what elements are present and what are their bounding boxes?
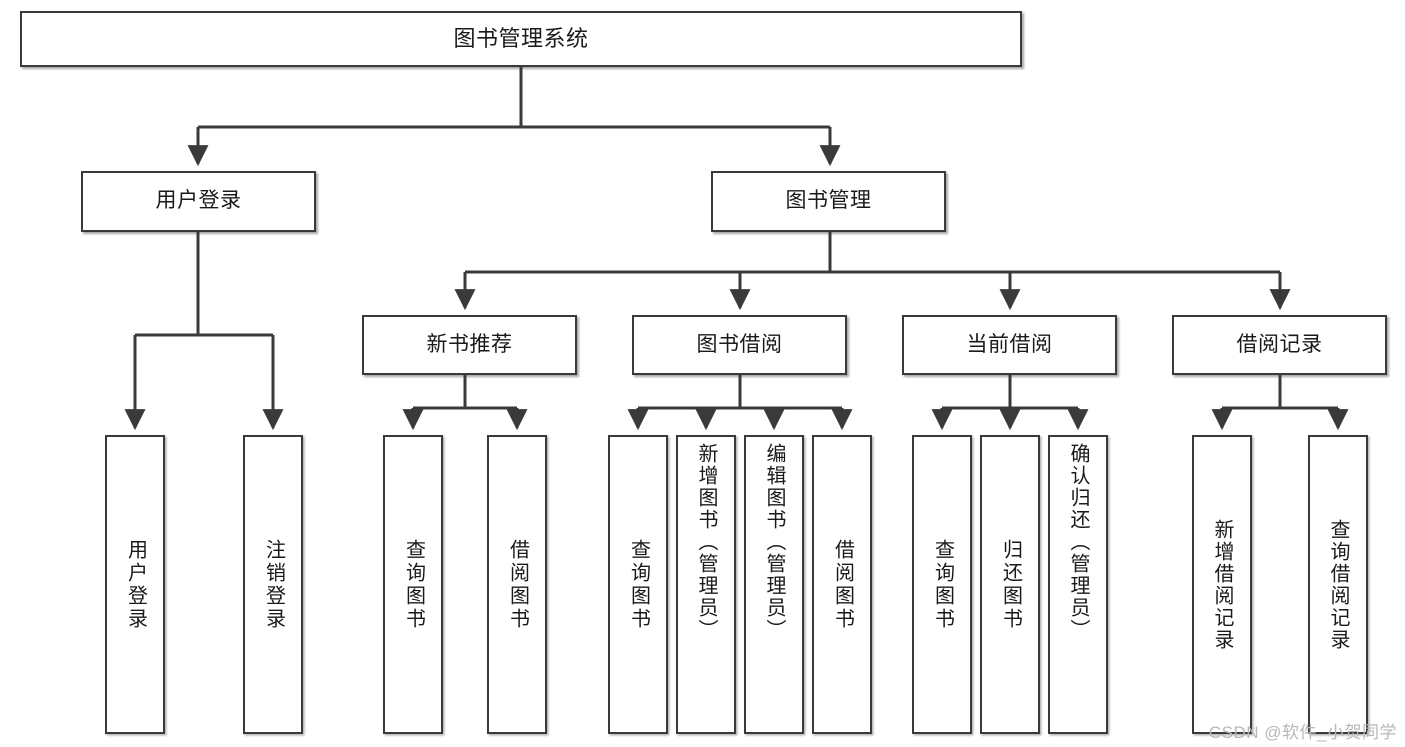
leaf-new-book-query-book[interactable]: 查询图书 (383, 435, 443, 734)
node-label: 用户登录 (124, 538, 147, 631)
node-current-borrow[interactable]: 当前借阅 (902, 315, 1117, 375)
node-label: 新书推荐 (426, 332, 513, 356)
node-label: 确认归还（管理员） (1067, 443, 1089, 641)
leaf-current-borrow-query-book[interactable]: 查询图书 (912, 435, 972, 734)
node-label: 借阅图书 (831, 538, 854, 631)
node-user-login[interactable]: 用户登录 (81, 171, 316, 232)
node-label: 查询借阅记录 (1327, 518, 1349, 651)
node-label: 新增借阅记录 (1211, 518, 1233, 651)
leaf-borrow-record-add-record[interactable]: 新增借阅记录 (1192, 435, 1252, 734)
node-label: 注销登录 (262, 538, 285, 631)
node-new-book-recommend[interactable]: 新书推荐 (362, 315, 577, 375)
leaf-book-borrow-borrow-book[interactable]: 借阅图书 (812, 435, 872, 734)
node-label: 用户登录 (155, 189, 242, 213)
node-borrow-record[interactable]: 借阅记录 (1172, 315, 1387, 375)
node-label: 图书借阅 (696, 332, 783, 356)
node-label: 图书管理系统 (453, 26, 589, 52)
node-label: 当前借阅 (966, 332, 1053, 356)
node-label: 编辑图书（管理员） (763, 443, 785, 641)
leaf-borrow-record-query-record[interactable]: 查询借阅记录 (1308, 435, 1368, 734)
leaf-current-borrow-confirm-return-admin[interactable]: 确认归还（管理员） (1048, 435, 1108, 734)
leaf-new-book-borrow-book[interactable]: 借阅图书 (487, 435, 547, 734)
node-label: 图书管理 (785, 189, 872, 213)
node-label: 归还图书 (999, 538, 1022, 631)
node-book-management[interactable]: 图书管理 (711, 171, 946, 232)
node-book-borrow[interactable]: 图书借阅 (632, 315, 847, 375)
leaf-user-login-login[interactable]: 用户登录 (105, 435, 165, 734)
node-label: 借阅图书 (506, 538, 529, 631)
leaf-current-borrow-return-book[interactable]: 归还图书 (980, 435, 1040, 734)
node-root-book-management-system[interactable]: 图书管理系统 (20, 11, 1022, 67)
leaf-user-login-logout[interactable]: 注销登录 (243, 435, 303, 734)
csdn-watermark: CSDN @软件_小贺同学 (1208, 723, 1397, 742)
leaf-book-borrow-query-book[interactable]: 查询图书 (608, 435, 668, 734)
node-label: 查询图书 (402, 538, 425, 631)
node-label: 新增图书（管理员） (695, 443, 717, 641)
leaf-book-borrow-edit-book-admin[interactable]: 编辑图书（管理员） (744, 435, 804, 734)
node-label: 借阅记录 (1236, 332, 1323, 356)
leaf-book-borrow-add-book-admin[interactable]: 新增图书（管理员） (676, 435, 736, 734)
node-label: 查询图书 (627, 538, 650, 631)
node-label: 查询图书 (931, 538, 954, 631)
